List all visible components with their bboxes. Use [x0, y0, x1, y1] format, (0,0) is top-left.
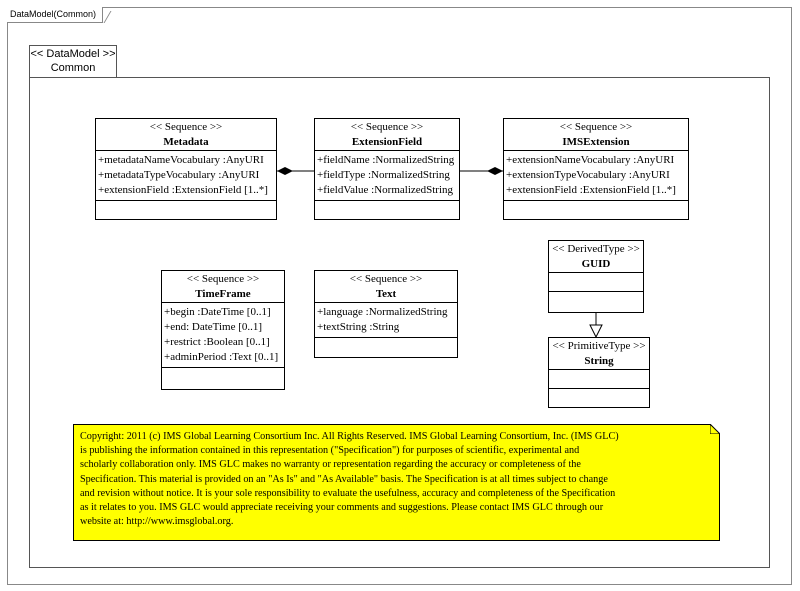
copyright-note: Copyright: 2011 (c) IMS Global Learning …	[73, 424, 720, 541]
class-attributes	[549, 273, 643, 292]
class-attribute: +adminPeriod :Text [0..1]	[164, 351, 279, 363]
class-stereotype: << Sequence >>	[149, 121, 223, 133]
class-attributes: +extensionNameVocabulary :AnyURI +extens…	[504, 151, 688, 201]
class-attributes: +metadataNameVocabulary :AnyURI +metadat…	[96, 151, 276, 201]
note-line: as it relates to you. IMS GLC would appr…	[80, 502, 604, 514]
class-attribute: +textString :String	[317, 321, 400, 333]
class-name: TimeFrame	[195, 288, 251, 300]
class-attribute: +language :NormalizedString	[317, 306, 448, 318]
diagram-frame-title: DataModel(Common)	[7, 7, 103, 23]
class-header: << Sequence >> TimeFrame	[162, 271, 284, 303]
class-name: Text	[375, 288, 397, 300]
note-line: is publishing the information contained …	[80, 445, 580, 457]
class-attribute: +extensionTypeVocabulary :AnyURI	[506, 169, 670, 181]
class-name: String	[584, 355, 614, 367]
class-attributes: +fieldName :NormalizedString +fieldType …	[315, 151, 459, 201]
class-attribute: +extensionField :ExtensionField [1..*]	[506, 184, 676, 196]
note-line: website at: http://www.imsglobal.org.	[80, 516, 234, 528]
class-imsextension[interactable]: << Sequence >> IMSExtension +extensionNa…	[503, 118, 689, 220]
class-attributes: +begin :DateTime [0..1] +end: DateTime […	[162, 303, 284, 368]
class-stereotype: << DerivedType >>	[552, 243, 640, 255]
class-attribute: +metadataTypeVocabulary :AnyURI	[98, 169, 260, 181]
class-string[interactable]: << PrimitiveType >> String	[548, 337, 650, 408]
class-stereotype: << Sequence >>	[350, 121, 424, 133]
class-guid[interactable]: << DerivedType >> GUID	[548, 240, 644, 313]
class-stereotype: << PrimitiveType >>	[552, 340, 646, 352]
class-header: << PrimitiveType >> String	[549, 338, 649, 370]
note-line: scholarly collaboration only. IMS GLC ma…	[80, 459, 581, 471]
package-tab[interactable]: << DataModel >> Common	[29, 45, 117, 78]
package-name: Common	[50, 62, 96, 74]
class-attributes	[549, 370, 649, 389]
note-line: Specification. This material is provided…	[80, 473, 608, 485]
class-header: << Sequence >> IMSExtension	[504, 119, 688, 151]
diagram-frame	[7, 7, 792, 585]
class-name: GUID	[581, 258, 611, 270]
class-attribute: +begin :DateTime [0..1]	[164, 306, 271, 318]
class-metadata[interactable]: << Sequence >> Metadata +metadataNameVoc…	[95, 118, 277, 220]
class-header: << Sequence >> ExtensionField	[315, 119, 459, 151]
class-stereotype: << Sequence >>	[559, 121, 633, 133]
class-attribute: +restrict :Boolean [0..1]	[164, 336, 270, 348]
class-header: << DerivedType >> GUID	[549, 241, 643, 273]
class-name: IMSExtension	[562, 136, 630, 148]
class-stereotype: << Sequence >>	[349, 273, 423, 285]
class-header: << Sequence >> Metadata	[96, 119, 276, 151]
class-attribute: +end: DateTime [0..1]	[164, 321, 263, 333]
package-stereotype: << DataModel >>	[30, 48, 116, 60]
note-corner-fold	[710, 424, 720, 434]
class-name: ExtensionField	[351, 136, 423, 148]
class-attribute: +fieldName :NormalizedString	[317, 154, 455, 166]
class-attribute: +metadataNameVocabulary :AnyURI	[98, 154, 264, 166]
class-timeframe[interactable]: << Sequence >> TimeFrame +begin :DateTim…	[161, 270, 285, 390]
package-body	[29, 77, 770, 568]
class-attributes: +language :NormalizedString +textString …	[315, 303, 457, 338]
class-attribute: +fieldType :NormalizedString	[317, 169, 450, 181]
note-line: Copyright: 2011 (c) IMS Global Learning …	[80, 431, 619, 442]
class-name: Metadata	[163, 136, 209, 148]
note-line: and revision without notice. It is your …	[80, 487, 616, 499]
class-text[interactable]: << Sequence >> Text +language :Normalize…	[314, 270, 458, 358]
class-attribute: +extensionNameVocabulary :AnyURI	[506, 154, 675, 166]
class-stereotype: << Sequence >>	[186, 273, 260, 285]
class-header: << Sequence >> Text	[315, 271, 457, 303]
class-extensionfield[interactable]: << Sequence >> ExtensionField +fieldName…	[314, 118, 460, 220]
class-attribute: +extensionField :ExtensionField [1..*]	[98, 184, 268, 196]
class-attribute: +fieldValue :NormalizedString	[317, 184, 454, 196]
